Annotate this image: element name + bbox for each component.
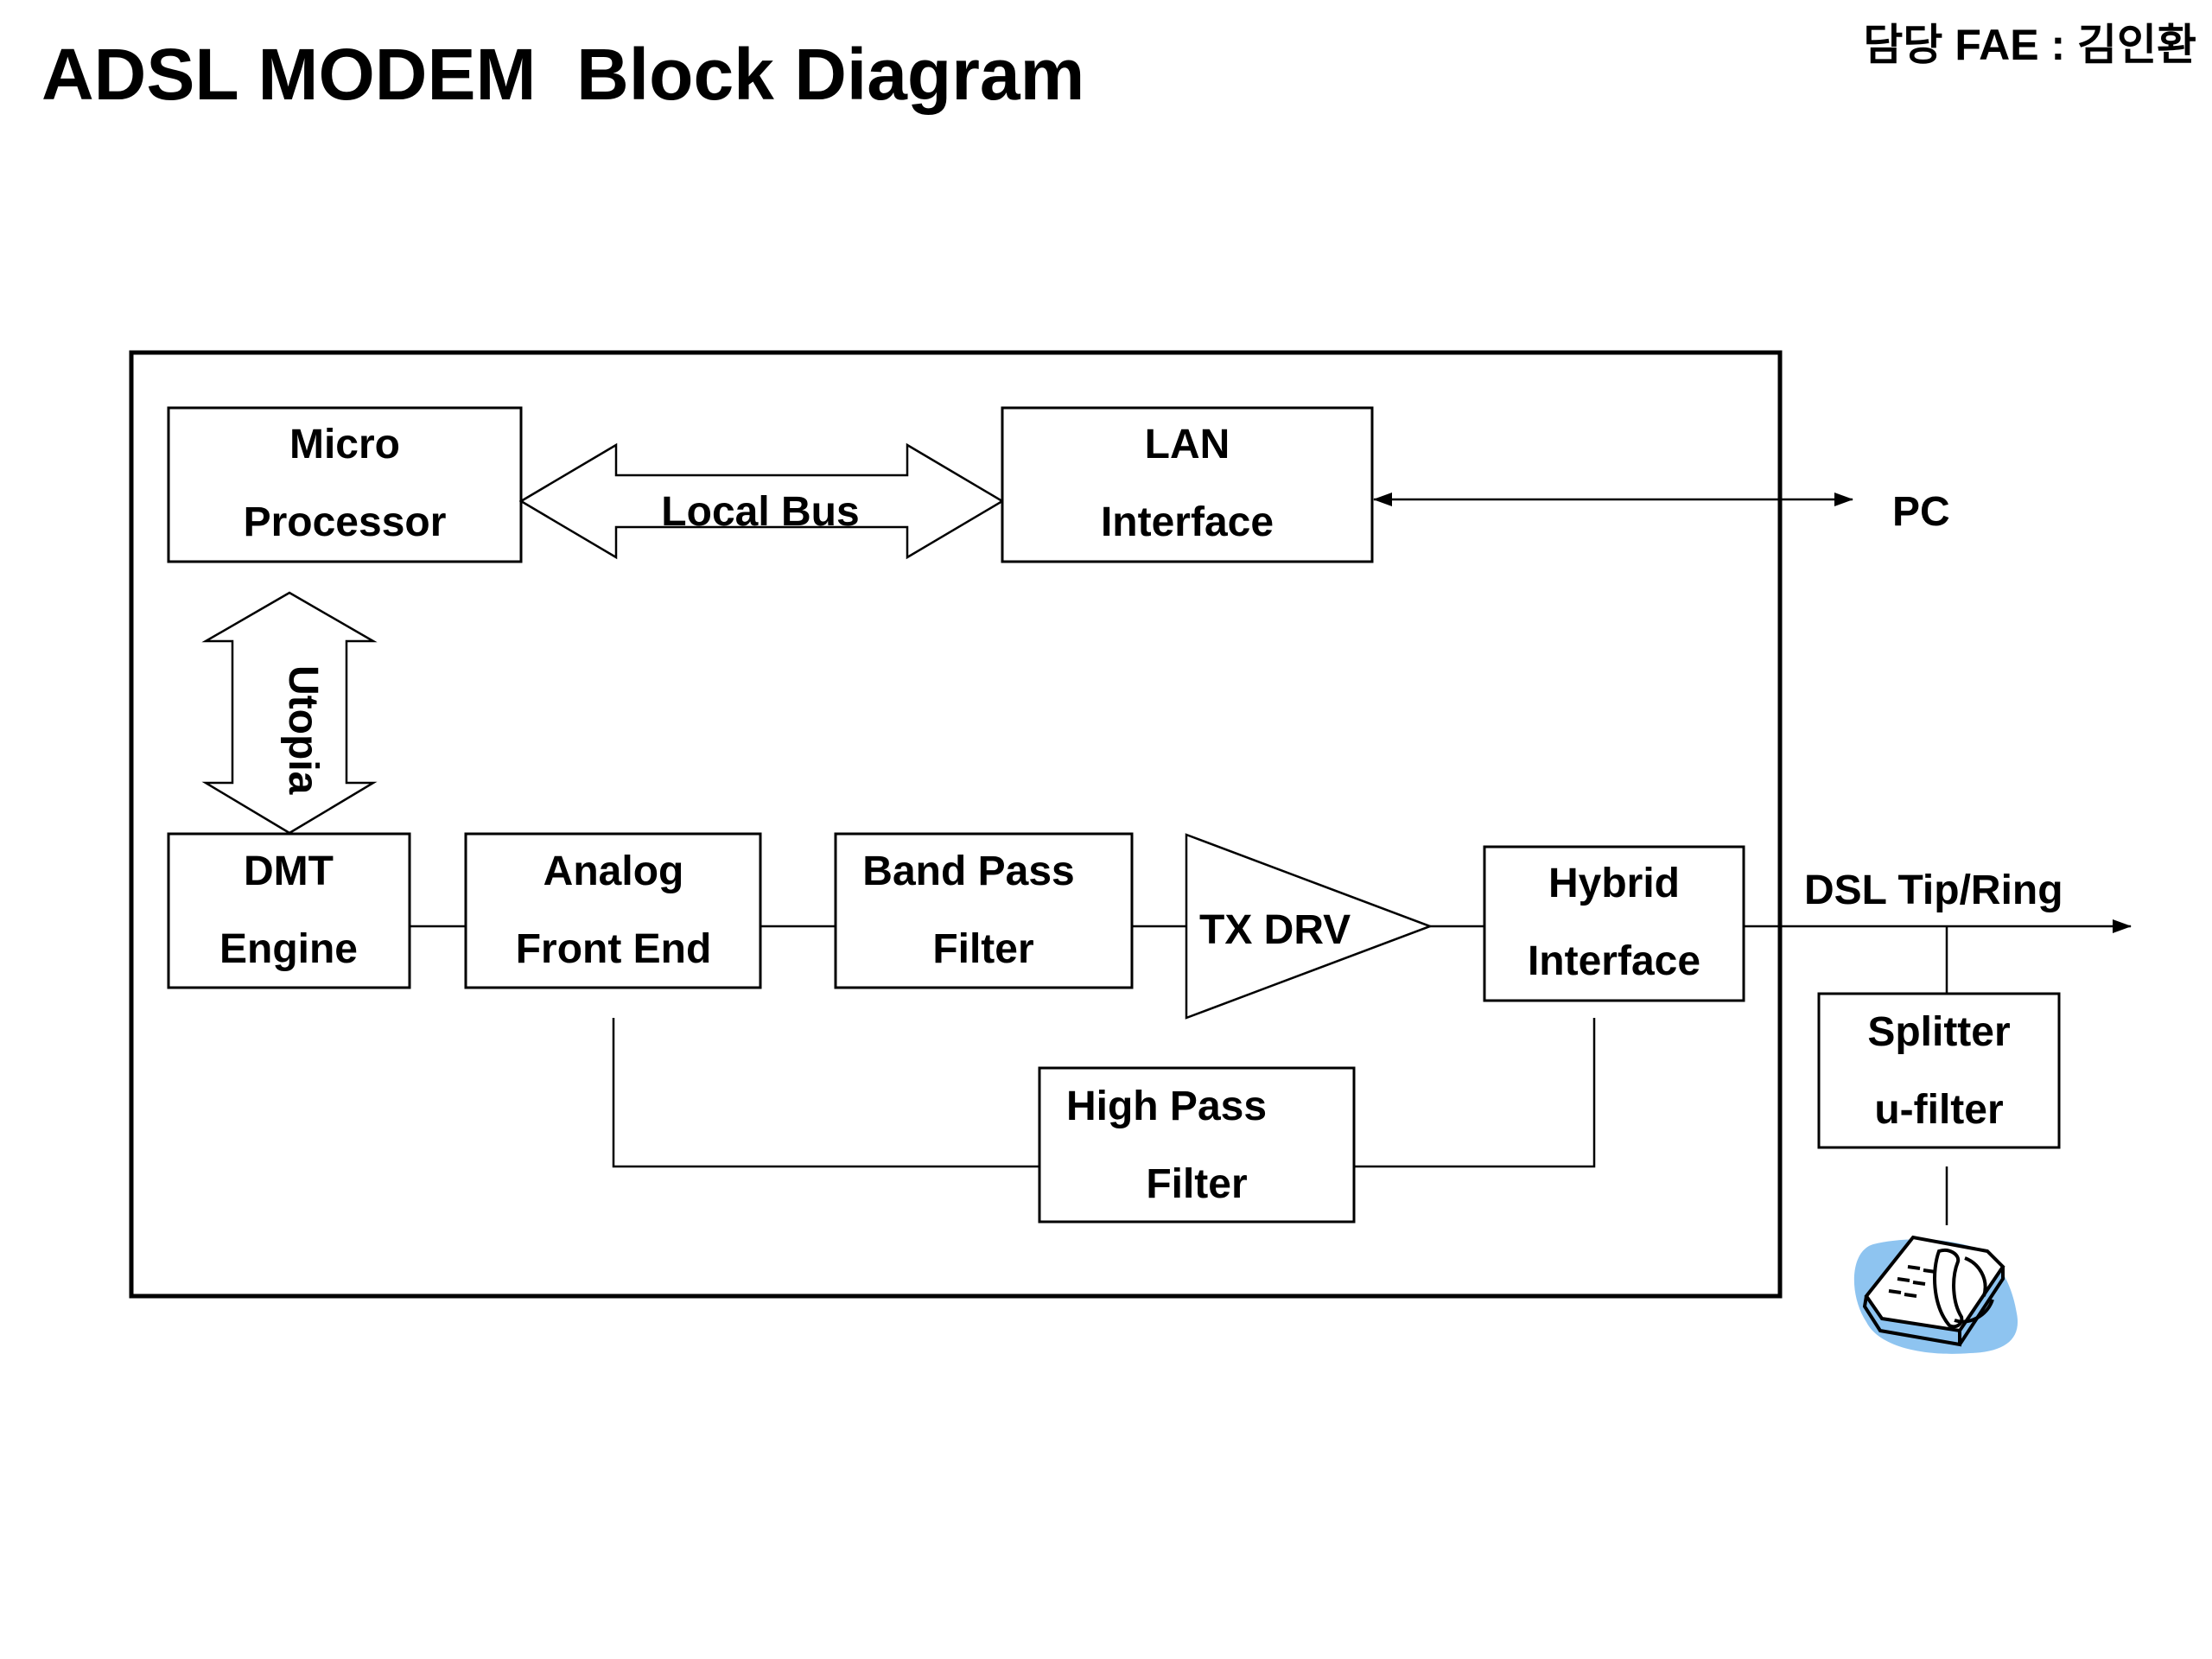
splitter-label-2: u-filter (1874, 1087, 2003, 1133)
hybrid-interface-label-2: Interface (1528, 938, 1700, 984)
utopia-arrow: Utopia (201, 591, 378, 835)
local-bus-arrow: Local Bus (518, 442, 1005, 560)
lan-interface-label-2: Interface (1101, 499, 1274, 545)
band-pass-filter-label-2: Filter (932, 926, 1033, 972)
dsl-tip-ring-label: DSL Tip/Ring (1804, 868, 2063, 913)
analog-front-end-label-1: Analog (543, 849, 684, 894)
analog-front-end-block: Analog Front End (464, 832, 762, 989)
modem-enclosure (129, 350, 1783, 1299)
page-title: ADSL MODEM Block Diagram (41, 34, 1085, 115)
lan-interface-block: LAN Interface (1001, 406, 1374, 563)
hybrid-interface-block: Hybrid Interface (1483, 845, 1745, 1002)
micro-processor-label-1: Micro (289, 422, 400, 467)
analog-front-end-label-2: Front End (516, 926, 712, 972)
dmt-engine-label-1: DMT (244, 849, 334, 894)
band-pass-filter-label-1: Band Pass (862, 849, 1074, 894)
wire-afe-hpf (612, 1018, 1039, 1168)
fae-credit: 담당 FAE : 김인환 (1863, 21, 2196, 69)
micro-processor-label-2: Processor (244, 499, 447, 545)
splitter-block: Splitter u-filter (1817, 992, 2061, 1149)
utopia-label: Utopia (280, 665, 326, 795)
wire-hpf-hybrid (1354, 1018, 1596, 1168)
dmt-engine-label-2: Engine (219, 926, 358, 972)
telephone-icon (1853, 1235, 2018, 1354)
local-bus-label: Local Bus (661, 489, 859, 535)
lan-interface-label-1: LAN (1145, 422, 1230, 467)
high-pass-filter-block: High Pass Filter (1038, 1066, 1356, 1224)
tx-drv-amplifier: TX DRV (1185, 833, 1433, 1020)
micro-processor-block: Micro Processor (167, 406, 523, 563)
high-pass-filter-label-1: High Pass (1066, 1084, 1267, 1129)
splitter-label-1: Splitter (1867, 1009, 2010, 1055)
dmt-engine-block: DMT Engine (167, 832, 411, 989)
pc-label: PC (1892, 489, 1950, 535)
band-pass-filter-block: Band Pass Filter (834, 832, 1134, 989)
tx-drv-label: TX DRV (1199, 907, 1351, 953)
high-pass-filter-label-2: Filter (1146, 1161, 1247, 1207)
hybrid-interface-label-1: Hybrid (1548, 861, 1680, 906)
